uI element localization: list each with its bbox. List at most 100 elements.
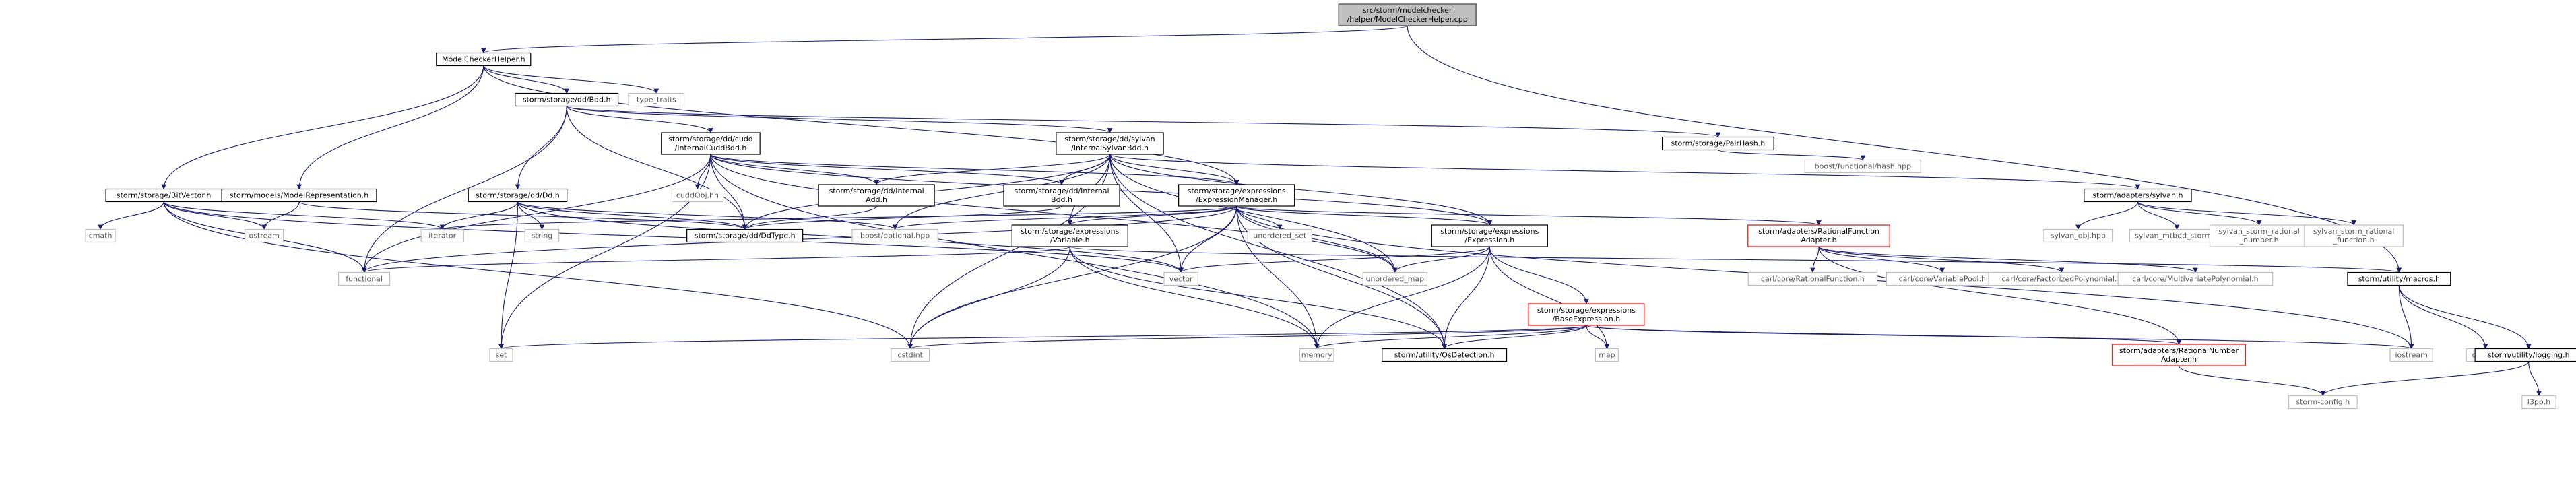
node-label: storm/storage/BitVector.h	[117, 191, 211, 200]
node-boosthash[interactable]: boost/functional/hash.hpp	[1804, 159, 1921, 174]
node-cmath[interactable]: cmath	[85, 228, 116, 243]
node-variable[interactable]: storm/storage/expressions/Variable.h	[1011, 224, 1128, 247]
edge-ratfunc-to-carl_fp	[1818, 246, 2065, 273]
node-logging[interactable]: storm/utility/logging.h	[2474, 348, 2576, 362]
edge-expression-to-memory	[1314, 246, 1490, 350]
node-carl_rf[interactable]: carl/core/RationalFunction.h	[1747, 271, 1878, 286]
node-box	[1661, 136, 1774, 151]
node-baseexpr[interactable]: storm/storage/expressions/BaseExpression…	[1528, 303, 1645, 326]
node-type_traits[interactable]: type_traits	[628, 92, 685, 107]
node-functional[interactable]: functional	[338, 271, 391, 286]
edge-baseexpr-to-memory	[1314, 325, 1587, 350]
node-memory[interactable]: memory	[1299, 348, 1334, 362]
node-iterator[interactable]: iterator	[420, 228, 464, 243]
edge-macros-to-logging	[2398, 285, 2532, 350]
edge-bitvector-to-cmath	[98, 201, 164, 230]
edge-bitvector-to-iterator	[163, 201, 445, 230]
node-box	[2347, 271, 2451, 286]
node-box	[1595, 348, 1619, 362]
edge-exprmgr-to-variable	[1067, 205, 1237, 226]
node-label: type_traits	[637, 96, 676, 104]
edge-cuddbdd-to-set	[498, 154, 711, 350]
node-adsylvan[interactable]: storm/adapters/sylvan.h	[2084, 188, 2192, 203]
node-cuddbdd[interactable]: storm/storage/dd/cudd/InternalCuddBdd.h	[661, 132, 761, 155]
node-label: Adapter.h	[1801, 236, 1836, 245]
node-label: Add.h	[866, 195, 887, 204]
node-modelrep[interactable]: storm/models/ModelRepresentation.h	[221, 188, 377, 203]
node-box	[1528, 303, 1645, 326]
node-unordered_map[interactable]: unordered_map	[1362, 271, 1428, 286]
node-box	[2474, 348, 2576, 362]
node-dd[interactable]: storm/storage/dd/Dd.h	[468, 188, 568, 203]
edge-mch-to-exprmgr	[483, 65, 1239, 185]
node-box	[1382, 348, 1508, 362]
node-label: carl/core/FactorizedPolynomial.h	[2001, 275, 2121, 284]
node-vector[interactable]: vector	[1163, 271, 1198, 286]
node-stormcfg[interactable]: storm-config.h	[2288, 395, 2358, 410]
edge-ratnum-to-stormcfg	[2178, 365, 2326, 397]
node-cuddobj[interactable]: cuddObj.hh	[671, 188, 724, 203]
node-ostream[interactable]: ostream	[245, 228, 284, 243]
node-iostream[interactable]: iostream	[2389, 348, 2433, 362]
node-expression[interactable]: storm/storage/expressions/Expression.h	[1431, 224, 1548, 247]
node-unordered_set[interactable]: unordered_set	[1247, 228, 1312, 243]
edge-variable-to-osdetect	[1069, 246, 1447, 350]
node-macros[interactable]: storm/utility/macros.h	[2347, 271, 2451, 286]
node-set[interactable]: set	[489, 348, 513, 362]
node-pairhash[interactable]: storm/storage/PairHash.h	[1661, 136, 1774, 151]
node-root[interactable]: src/storm/modelchecker/helper/ModelCheck…	[1338, 3, 1477, 26]
edge-adsylvan-to-sylvan_mtbdd	[2137, 201, 2180, 230]
edge-cuddbdd-to-intbdd	[710, 154, 1064, 185]
node-sylvan_num[interactable]: sylvan_storm_rational_number.h	[2209, 224, 2309, 247]
node-ddtype[interactable]: storm/storage/dd/DdType.h	[686, 228, 804, 243]
edge-sylvanbdd-to-osdetect	[1109, 154, 1447, 350]
node-sylvan_mtbdd[interactable]: sylvan_mtbdd_storm.h	[2129, 228, 2225, 243]
edge-macros-to-cassert	[2398, 285, 2488, 350]
node-label: storm/storage/dd/DdType.h	[695, 232, 796, 240]
edge-cuddbdd-to-intadd	[710, 154, 879, 185]
node-box	[1747, 224, 1890, 247]
node-sylvan_obj[interactable]: sylvan_obj.hpp	[2043, 228, 2113, 243]
node-sylvan_func[interactable]: sylvan_storm_rational_function.h	[2304, 224, 2404, 247]
edge-sylvanbdd-to-unordered_map	[1109, 154, 1398, 273]
node-exprmgr[interactable]: storm/storage/expressions/ExpressionMana…	[1178, 184, 1295, 207]
node-label: storm/storage/expressions	[1188, 187, 1286, 195]
node-label: cmath	[89, 232, 112, 240]
node-map[interactable]: map	[1595, 348, 1619, 362]
node-label: string	[532, 232, 553, 240]
edge-ratfunc-to-carl_mp	[1818, 246, 2198, 273]
node-box	[2304, 224, 2404, 247]
edge-exprmgr-to-ratfunc	[1236, 205, 1822, 226]
edge-cuddbdd-to-memory	[710, 154, 1320, 350]
edge-modelrep-to-ddtype	[298, 201, 748, 230]
node-label: storm/storage/dd/Internal	[829, 187, 924, 195]
edge-cuddbdd-to-unordered_map	[710, 154, 1398, 273]
node-boostopt[interactable]: boost/optional.hpp	[851, 228, 938, 243]
edge-baseexpr-to-osdetect	[1442, 325, 1587, 350]
node-box	[85, 228, 116, 243]
node-bitvector[interactable]: storm/storage/BitVector.h	[105, 188, 222, 203]
node-carl_fp[interactable]: carl/core/FactorizedPolynomial.h	[1988, 271, 2135, 286]
edge-baseexpr-to-cstdint	[907, 325, 1587, 350]
node-carl_mp[interactable]: carl/core/MultivariatePolynomial.h	[2117, 271, 2274, 286]
node-carl_vp[interactable]: carl/core/VariablePool.h	[1886, 271, 1999, 286]
node-osdetect[interactable]: storm/utility/OsDetection.h	[1382, 348, 1508, 362]
node-cstdint[interactable]: cstdint	[891, 348, 930, 362]
node-bdd[interactable]: storm/storage/dd/Bdd.h	[515, 92, 619, 107]
node-box	[1247, 228, 1312, 243]
node-l3pp[interactable]: l3pp.h	[2521, 395, 2556, 410]
node-label: functional	[346, 275, 383, 284]
edge-logging-to-l3pp	[2528, 361, 2542, 397]
node-mch[interactable]: ModelCheckerHelper.h	[436, 52, 532, 67]
edge-bitvector-to-cstdint	[163, 201, 913, 350]
node-label: set	[496, 351, 507, 360]
node-string[interactable]: string	[524, 228, 560, 243]
node-box	[436, 52, 532, 67]
dependency-edges	[98, 25, 2542, 397]
node-sylvanbdd[interactable]: storm/storage/dd/sylvan/InternalSylvanBd…	[1056, 132, 1164, 155]
